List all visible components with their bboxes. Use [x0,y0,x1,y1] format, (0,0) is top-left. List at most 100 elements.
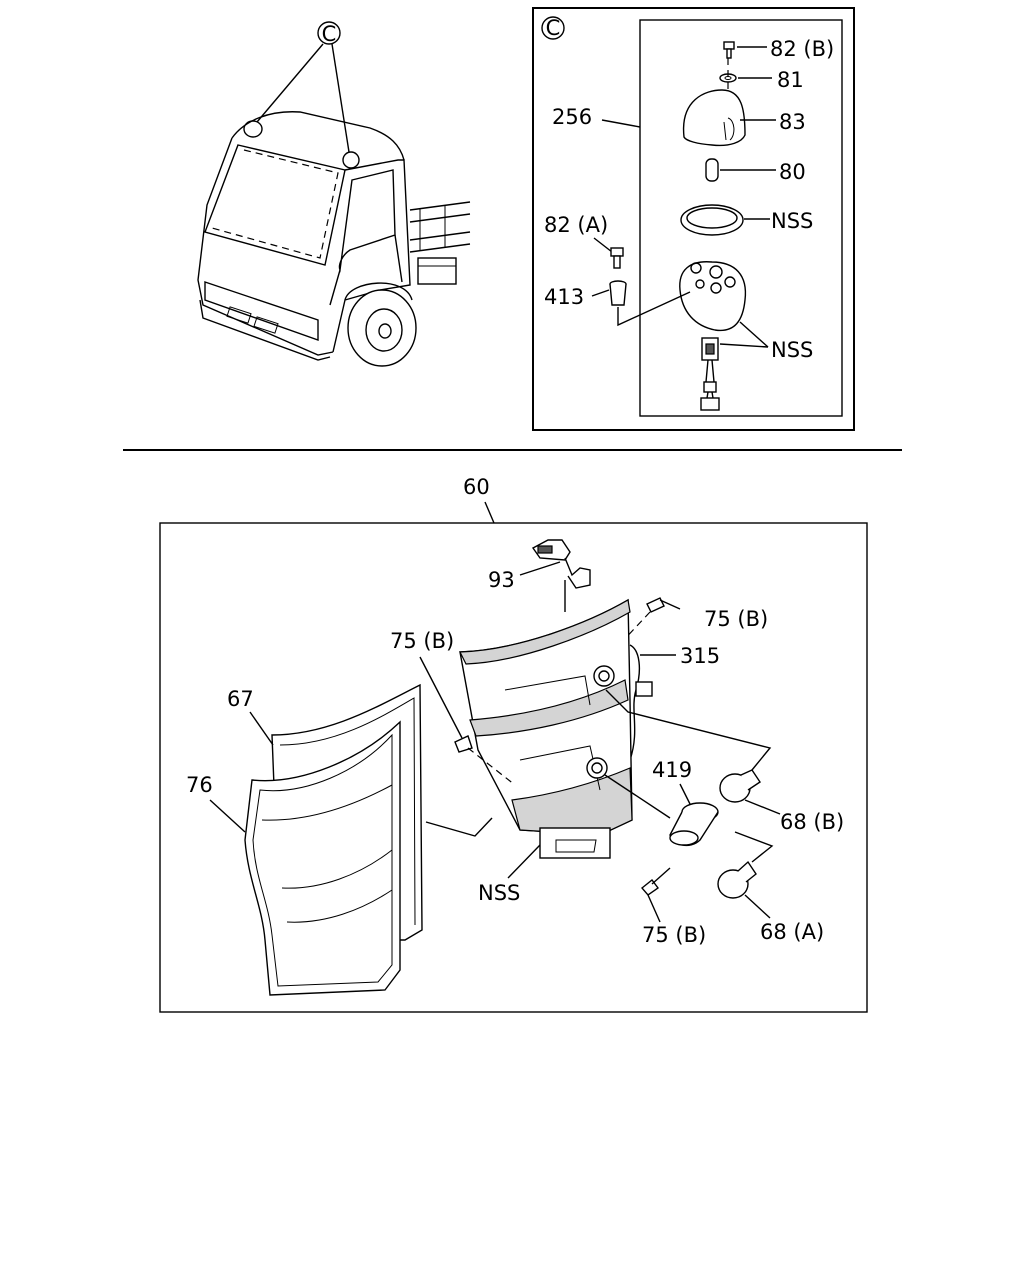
nut-413-label: 413 [544,285,584,309]
gasket-inner [686,207,738,229]
nut-413-leader [591,289,610,297]
door-line [329,234,403,306]
housing-base-tab [539,827,611,859]
socket-lower [586,757,608,779]
harness-part [700,337,720,411]
base-hole-4 [710,282,722,294]
socket-419-label: 419 [652,758,692,782]
washer-81-label: 81 [777,68,804,92]
assembly-60-label: 60 [463,475,490,499]
callout-circle [317,21,341,45]
lamp-assy-256-label: 256 [552,105,592,129]
screw-75b-top-label: 75 (B) [704,607,768,631]
lens-76-to-housing-line [425,817,493,837]
lens-83-highlight [723,117,735,141]
base-hole-3 [724,276,736,288]
bracket-93-label: 93 [488,568,515,592]
nut-413-part [609,280,627,306]
socket-419-part [669,802,719,847]
callout-c-label: C [322,22,337,46]
housing-bottom-shelf [511,767,633,836]
bulb-68b-leader [744,799,781,815]
lens-76-band-1 [261,784,393,821]
bulb-68b-part [719,769,761,803]
front-wheel-rim [365,308,403,352]
inset-outer-frame [532,7,855,431]
marker-lamp-inset: C 82 (B) 81 83 80 NSS 256 82 (A) [532,7,855,431]
chassis-frame [409,201,471,253]
nut-to-base-line [617,291,691,327]
housing-middle-shelf [469,679,629,737]
screw-82b-label: 82 (B) [770,37,834,61]
lamp-base-part [679,261,747,332]
rear-lamp-section: 60 93 75 (B) 315 [159,475,868,1013]
harness-label: NSS [771,338,813,362]
base-hole-5 [695,279,705,289]
bulb-68b-leader-bracket [605,689,772,771]
lens-67-label: 67 [227,687,254,711]
lens-83-label: 83 [779,110,806,134]
rear-lamp-frame [159,522,868,1013]
housing-top-flange [459,599,631,665]
bulb-68a-leader-bracket [734,831,774,863]
front-grille [204,281,319,341]
socket-419-leader [679,783,691,805]
socket-upper-inner [598,670,610,682]
screw-82a-label: 82 (A) [544,213,608,237]
screw-75b-bottom-leader [647,894,661,923]
screw-75b-left-dash [467,747,516,786]
roof-lamp-right [342,151,360,169]
bulb-68a-leader [744,894,771,919]
callout-leader-left [256,43,324,123]
screw-82a-part [610,247,624,269]
bracket-93-part [531,539,591,612]
wiring-315-label: 315 [680,644,720,668]
screw-82b-part [723,41,735,59]
screw-75b-left-part [454,735,473,753]
chassis-cross [419,205,446,250]
lens-76-leader [209,799,246,833]
wheel-arch [344,282,413,301]
housing-nss-leader [507,844,541,879]
screw-75b-left-label: 75 (B) [390,629,454,653]
bracket-93-leader [519,561,561,576]
lens-76-band-3 [286,889,393,923]
lens-76-label: 76 [186,773,213,797]
battery-box [417,257,457,285]
lens-76-band-2 [281,849,393,889]
bulb-68a-label: 68 (A) [760,920,824,944]
screw-82a-leader [593,237,613,253]
screw-75b-bottom-label: 75 (B) [642,923,706,947]
inset-inner-frame [639,19,843,417]
lens-76-border [252,733,393,987]
inset-callout-circle [541,16,565,40]
screw-75b-top-part [646,597,681,613]
lens-67-leader [249,711,274,746]
bulb-80-part [705,158,719,182]
lamp-assy-256-leader [601,119,641,128]
inset-callout-label: C [546,16,561,40]
windshield-inner [211,149,339,259]
gasket-label: NSS [771,209,813,233]
wiring-connector [635,681,653,697]
socket-upper [593,665,615,687]
bulb-80-label: 80 [779,160,806,184]
gasket-part [680,204,744,236]
front-wheel-hub [378,323,392,339]
door-window [338,169,396,273]
truck-cab-illustration: C [197,21,471,367]
license-area [226,306,252,324]
callout-leader-right [331,43,350,153]
socket-lower-inner [591,762,603,774]
harness-leader-connector [719,343,769,348]
bumper [199,299,331,361]
cab-front [197,137,334,356]
base-hole-1 [690,262,702,274]
socket-419-dash [604,774,671,819]
base-hole-2 [709,265,723,279]
housing-base-slot [555,839,597,853]
screw-75b-left-leader [419,656,463,739]
screw-75b-bottom-part [640,867,671,896]
housing-nss-label: NSS [478,881,520,905]
